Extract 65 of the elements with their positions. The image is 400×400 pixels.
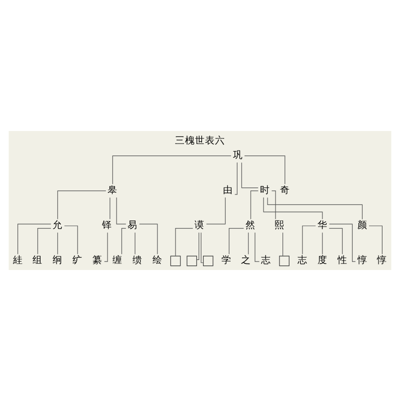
connector: [57, 190, 106, 219]
node-text: 铎: [102, 220, 112, 231]
connector: [282, 232, 284, 256]
connector: [302, 225, 316, 254]
connector: [271, 190, 276, 219]
node-text: 奇: [280, 184, 290, 196]
connector: [244, 154, 286, 184]
connector: [322, 232, 323, 254]
node-text: 纂: [92, 254, 103, 266]
node-box: [170, 255, 181, 266]
connector: [200, 232, 204, 263]
node-text: 谟: [194, 220, 205, 231]
connector: [104, 232, 108, 262]
connector: [37, 228, 52, 254]
connector: [57, 232, 58, 254]
node-text: 华: [317, 220, 328, 231]
node-text: 度: [317, 254, 328, 266]
connector: [329, 223, 356, 262]
node-box: [186, 255, 197, 266]
node-text: 巩: [232, 150, 243, 161]
node-text: 缋: [132, 254, 142, 266]
connector: [250, 190, 258, 219]
node-text: 絓: [12, 254, 23, 266]
node-text: 时: [260, 184, 270, 196]
node-box: [203, 255, 214, 266]
connector: [328, 228, 343, 254]
node-text: 惇: [357, 254, 368, 266]
connector: [64, 225, 78, 254]
node-text: 颜: [357, 220, 368, 231]
node-text: 志: [297, 254, 308, 266]
node-text: 缠: [112, 254, 123, 266]
connector: [241, 162, 258, 188]
node-text: 之: [241, 254, 252, 266]
connector: [206, 196, 226, 224]
connector: [196, 232, 200, 260]
connector: [234, 162, 238, 194]
node-text: 志: [261, 254, 272, 266]
connector: [267, 196, 363, 219]
connector: [112, 154, 232, 184]
connector: [175, 228, 194, 256]
connector: [228, 228, 244, 254]
node-text: 组: [32, 254, 43, 266]
connector: [254, 232, 260, 262]
node-text: 皋: [108, 184, 118, 196]
node-text: 绘: [152, 254, 162, 266]
connector: [248, 232, 249, 254]
node-box: [279, 255, 290, 266]
node-text: 性: [337, 254, 348, 266]
node-text: 惇: [377, 254, 388, 266]
node-text: 易: [128, 220, 138, 231]
node-text: 䌹: [52, 254, 63, 266]
node-text: 熙: [274, 220, 284, 231]
connector: [17, 223, 52, 254]
node-text: 学: [221, 254, 232, 266]
node-text: 允: [52, 220, 63, 231]
node-text: 纩: [72, 254, 83, 266]
connector: [116, 196, 126, 224]
connector: [263, 196, 323, 219]
node-text: 由: [223, 184, 234, 196]
node-text: 然: [245, 220, 256, 231]
connector: [139, 223, 158, 254]
connector: [121, 228, 126, 254]
connector: [368, 225, 383, 254]
connector: [134, 232, 136, 254]
diagram-title: 三槐世表六: [175, 135, 225, 146]
